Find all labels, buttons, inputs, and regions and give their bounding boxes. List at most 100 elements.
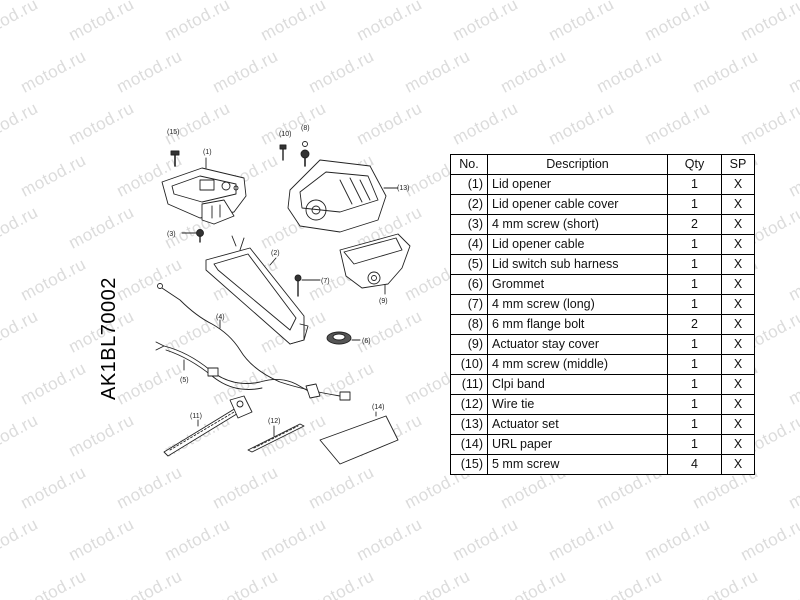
watermark-text: motod.ru [497,46,570,97]
cell-no: (15) [450,454,488,475]
watermark-text: motod.ru [545,0,618,45]
cell-description: Lid opener [487,174,668,195]
callout-6: (6) [362,338,371,345]
watermark-text: motod.ru [737,98,800,149]
watermark-text: motod.ru [785,254,800,305]
cell-qty: 1 [667,374,722,395]
part-4mm-screw-middle: (10) [279,131,291,161]
callout-1: (1) [203,149,212,156]
part-4mm-screw-long: (7) [294,274,330,297]
cell-sp: X [721,274,755,295]
cell-qty: 1 [667,434,722,455]
watermark-text: motod.ru [0,514,42,565]
watermark-text: motod.ru [0,306,42,357]
watermark-text: motod.ru [17,150,90,201]
cell-no: (8) [450,314,488,335]
callout-9: (9) [379,298,388,305]
cell-no: (5) [450,254,488,275]
callout-11: (11) [190,413,202,420]
watermark-text: motod.ru [785,358,800,409]
cell-description: Lid opener cable [487,234,668,255]
watermark-text: motod.ru [113,46,186,97]
header-sp: SP [721,154,755,175]
part-lid-opener: (1) [161,149,247,225]
watermark-text: motod.ru [353,514,426,565]
watermark-text: motod.ru [785,462,800,513]
watermark-text: motod.ru [785,150,800,201]
watermark-text: motod.ru [737,0,800,45]
part-clip-band: (11) [163,395,253,457]
cell-qty: 1 [667,394,722,415]
watermark-text: motod.ru [257,0,330,45]
watermark-text: motod.ru [785,566,800,600]
cell-description: Lid switch sub harness [487,254,668,275]
watermark-text: motod.ru [689,566,762,600]
cell-description: Actuator stay cover [487,334,668,355]
cell-description: Grommet [487,274,668,295]
cell-qty: 1 [667,294,722,315]
watermark-text: motod.ru [593,46,666,97]
watermark-text: motod.ru [305,566,378,600]
cell-no: (4) [450,234,488,255]
cell-qty: 1 [667,254,722,275]
cell-no: (13) [450,414,488,435]
cell-no: (12) [450,394,488,415]
watermark-text: motod.ru [545,98,618,149]
part-lid-switch-sub-harness: (5) [155,341,321,399]
cell-description: 5 mm screw [487,454,668,475]
part-number-label: AK1BL70002 [98,277,120,400]
watermark-text: motod.ru [0,98,42,149]
cell-no: (3) [450,214,488,235]
watermark-text: motod.ru [449,514,522,565]
part-grommet: (6) [326,331,371,345]
callout-14: (14) [372,404,384,411]
watermark-text: motod.ru [0,410,42,461]
watermark-text: motod.ru [401,566,474,600]
cell-qty: 1 [667,414,722,435]
cell-sp: X [721,414,755,435]
cell-qty: 2 [667,214,722,235]
watermark-text: motod.ru [641,0,714,45]
cell-no: (7) [450,294,488,315]
cell-sp: X [721,194,755,215]
cell-sp: X [721,434,755,455]
callout-3: (3) [167,231,176,238]
table-header-row: No. Description Qty SP [450,154,755,175]
header-description: Description [487,154,668,175]
part-actuator-set: (13) [287,159,409,233]
part-actuator-stay-cover: (9) [339,233,411,305]
callout-7: (7) [321,278,330,285]
watermark-text: motod.ru [593,566,666,600]
watermark-text: motod.ru [17,462,90,513]
cell-sp: X [721,314,755,335]
watermark-text: motod.ru [785,46,800,97]
watermark-text: motod.ru [209,462,282,513]
watermark-text: motod.ru [0,202,42,253]
watermark-text: motod.ru [305,46,378,97]
cell-no: (9) [450,334,488,355]
callout-5: (5) [180,377,189,384]
cell-no: (14) [450,434,488,455]
watermark-text: motod.ru [161,514,234,565]
watermark-text: motod.ru [0,0,42,45]
callout-10: (10) [279,131,291,138]
cell-description: URL paper [487,434,668,455]
watermark-text: motod.ru [737,514,800,565]
header-qty: Qty [667,154,722,175]
watermark-text: motod.ru [449,98,522,149]
part-wire-tie: (12) [247,418,305,453]
watermark-text: motod.ru [401,46,474,97]
watermark-text: motod.ru [449,0,522,45]
cell-no: (2) [450,194,488,215]
